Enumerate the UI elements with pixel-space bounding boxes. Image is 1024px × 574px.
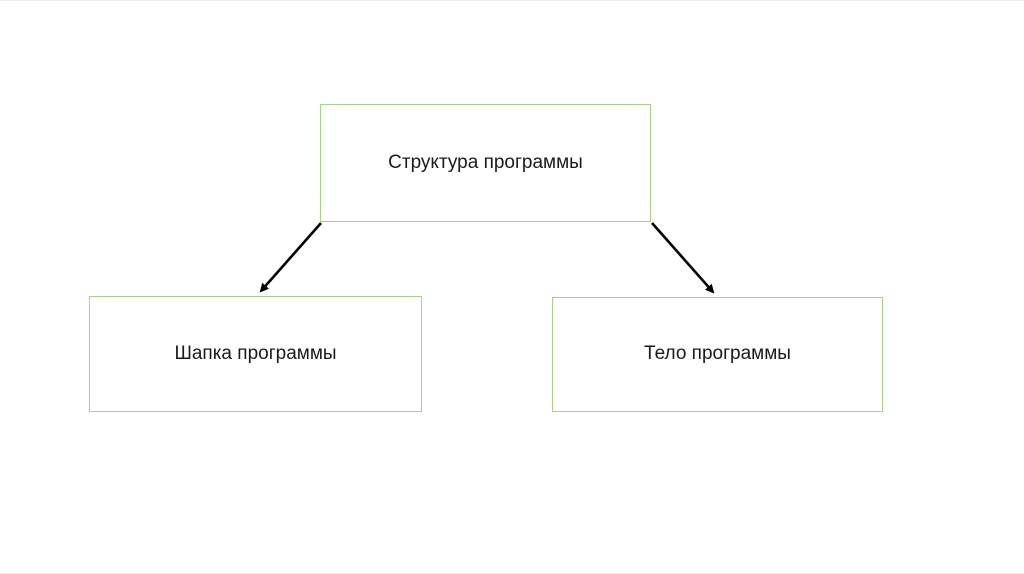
node-header: Шапка программы [89, 296, 422, 412]
arrow-structure-to-body [651, 222, 715, 294]
node-header-label: Шапка программы [174, 342, 337, 364]
node-structure: Структура программы [320, 104, 651, 222]
node-structure-label: Структура программы [388, 151, 583, 173]
node-body-label: Тело программы [644, 343, 791, 365]
arrow-structure-to-header [259, 222, 322, 293]
node-body: Тело программы [552, 297, 883, 412]
